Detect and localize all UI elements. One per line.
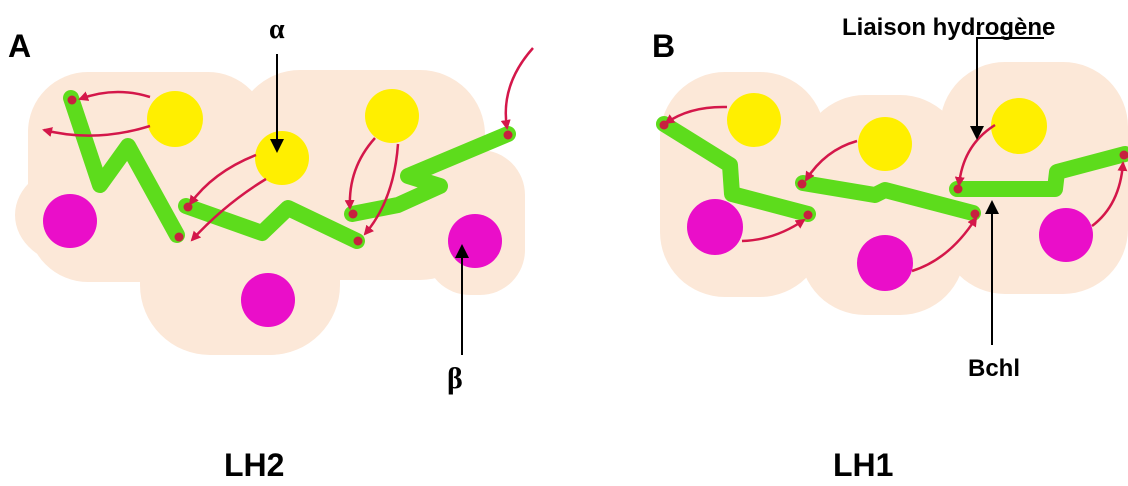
alpha-subunits-a	[147, 89, 419, 185]
hbond-pointer-arrow	[970, 37, 1044, 140]
transfer-arrows-b	[664, 105, 1128, 273]
bchl-label: Bchl	[968, 355, 1021, 382]
alpha-label: α	[269, 14, 285, 45]
binding-nodes-a	[67, 95, 513, 246]
bchl-chain-b	[656, 116, 1128, 222]
panel-b-lh1	[656, 37, 1128, 345]
transfer-arrows-a	[42, 47, 534, 242]
beta-label: β	[447, 362, 463, 395]
beta-subunits-b	[687, 199, 1093, 291]
beta-subunits-a	[43, 194, 502, 327]
hydrogen-bond-label: Liaison hydrogène	[842, 14, 1056, 41]
alpha-subunits-b	[727, 93, 1047, 171]
panel-a-label: A	[8, 28, 32, 64]
lh2-caption: LH2	[224, 447, 285, 483]
lh1-caption: LH1	[833, 447, 894, 483]
panel-a-lh2	[15, 47, 534, 355]
panel-b-label: B	[652, 28, 676, 64]
binding-nodes-b	[659, 120, 1128, 220]
